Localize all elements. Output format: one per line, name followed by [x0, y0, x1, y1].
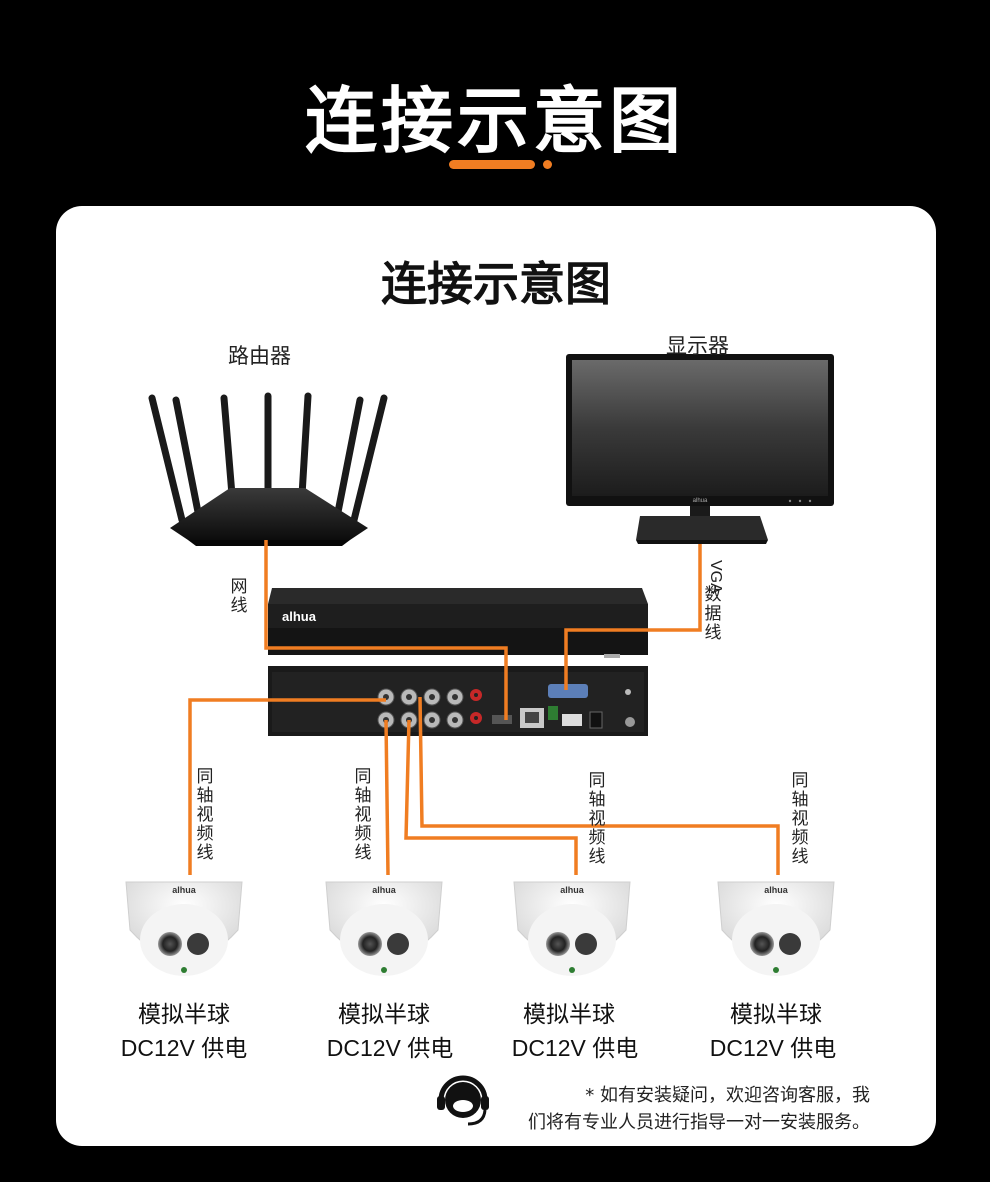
monitor-brand: alhua — [693, 498, 708, 504]
camera-2-power: DC12V 供电 — [326, 1035, 454, 1061]
coax-cable-label-1: 同轴视频线 — [196, 767, 214, 863]
vga-cable-label-suffix: 数据线 — [704, 585, 722, 643]
card-title: 连接示意图 — [381, 257, 611, 311]
coax-cable-label-2: 同轴视频线 — [354, 767, 372, 863]
camera-3-brand: alhua — [560, 885, 585, 895]
camera-image-3: alhua — [513, 881, 631, 976]
camera-1-brand: alhua — [172, 885, 197, 895]
nvr-brand: alhua — [282, 609, 317, 624]
nvr-image: alhua — [268, 588, 648, 736]
camera-2-name: 模拟半球 — [338, 1002, 430, 1028]
monitor-label: 显示器 — [666, 335, 729, 358]
coax-cable-4 — [418, 696, 780, 875]
cable-lines — [188, 540, 780, 876]
coax-cable-2 — [384, 719, 390, 876]
router-image — [148, 392, 388, 546]
camera-3-power: DC12V 供电 — [511, 1035, 639, 1061]
network-cable-label: 网线 — [230, 577, 248, 616]
support-note-line-1: * 如有安装疑问，欢迎咨询客服，我 — [585, 1085, 870, 1106]
support-note-line-2: 们将有专业人员进行指导一对一安装服务。 — [528, 1112, 870, 1133]
camera-1-name: 模拟半球 — [138, 1002, 230, 1028]
support-note: * 如有安装疑问，欢迎咨询客服，我 们将有专业人员进行指导一对一安装服务。 — [490, 1082, 870, 1136]
camera-4-brand: alhua — [764, 885, 789, 895]
coax-cable-3 — [404, 719, 578, 875]
coax-cable-label-4: 同轴视频线 — [791, 771, 809, 867]
router-label: 路由器 — [228, 345, 291, 368]
camera-4-power: DC12V 供电 — [709, 1035, 837, 1061]
coax-cable-1 — [188, 698, 386, 875]
vga-cable — [564, 544, 702, 690]
title-underline — [449, 160, 535, 169]
coax-cable-label-3: 同轴视频线 — [588, 771, 606, 867]
camera-4-name: 模拟半球 — [730, 1002, 822, 1028]
camera-1-power: DC12V 供电 — [120, 1035, 248, 1061]
camera-3-name: 模拟半球 — [523, 1002, 615, 1028]
monitor-image: alhua — [566, 354, 834, 544]
camera-image-2: alhua — [325, 881, 443, 976]
camera-2-brand: alhua — [372, 885, 397, 895]
camera-image-1: alhua — [125, 881, 243, 976]
title-underline-dot — [543, 160, 552, 169]
camera-image-4: alhua — [717, 881, 835, 976]
network-cable — [264, 540, 508, 720]
headset-icon — [437, 1075, 489, 1126]
page-title: 连接示意图 — [304, 79, 685, 163]
